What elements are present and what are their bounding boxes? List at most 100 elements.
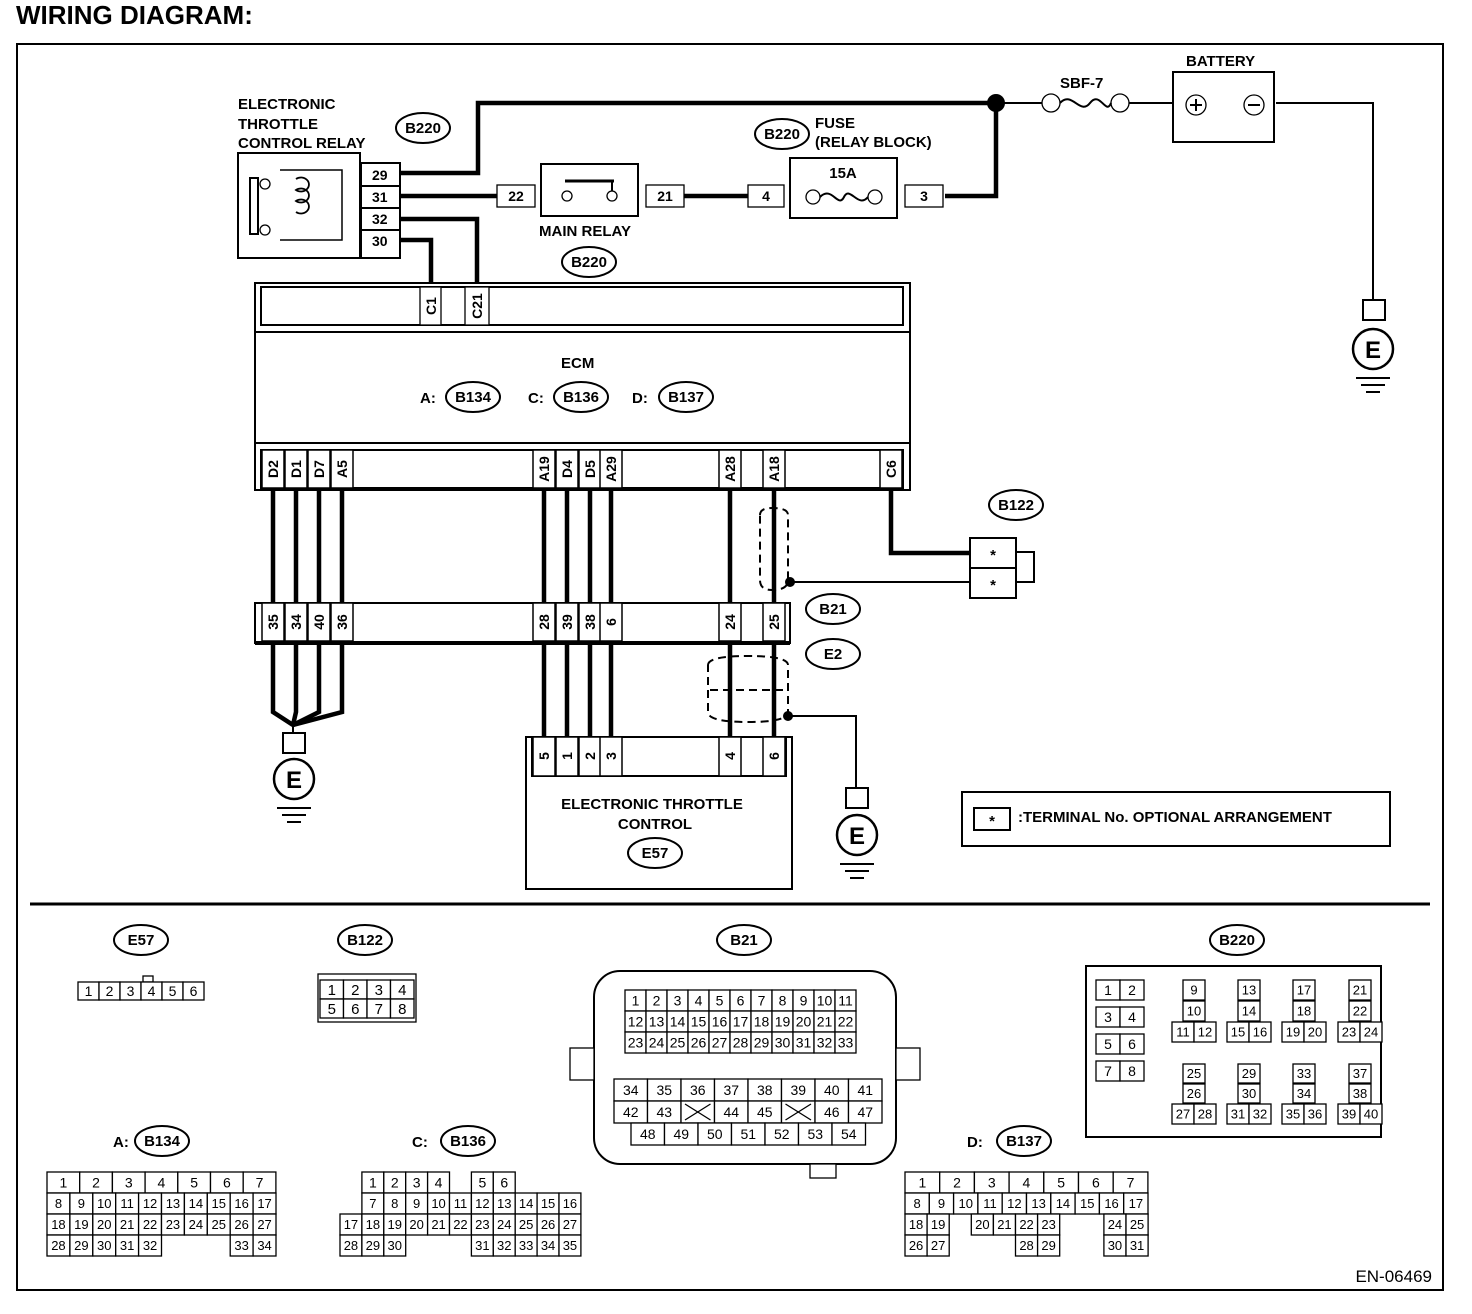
ecm-pin-cell [330, 449, 354, 489]
b137-pin-label: 23 [1041, 1217, 1055, 1232]
b136-pin-label: 19 [388, 1217, 402, 1232]
b136-pin-label: 31 [475, 1238, 489, 1253]
b220-pin-cell [1292, 1063, 1316, 1084]
b136-pin-label: 26 [541, 1217, 555, 1232]
b21-view-pin-label: 49 [673, 1126, 689, 1142]
b134-pin-label: 15 [212, 1196, 226, 1211]
connector-tag-b220: B220 [1219, 932, 1255, 949]
b220-pin-label: 15 [1231, 1025, 1245, 1040]
connector-tag-e57: E57 [128, 932, 155, 949]
fuse-rating: 15A [829, 165, 857, 182]
b21-view-pin-label: 6 [737, 993, 745, 1009]
sbf-label: SBF-7 [1060, 75, 1103, 92]
fuse-pin: 3 [920, 188, 928, 204]
b137-pin-label: 11 [983, 1196, 997, 1211]
relay-pin: 30 [372, 233, 388, 249]
ecm-bottom-pin: A29 [603, 456, 619, 482]
b134-pin-cell [137, 1234, 163, 1257]
b220-pin-cell [1237, 979, 1261, 1001]
b136-pin-label: 23 [475, 1217, 489, 1232]
b21-pin-cell [718, 602, 742, 642]
b136-pin-label: 8 [391, 1196, 398, 1211]
b21-pin-cell [307, 602, 331, 642]
b136-pin-label: 18 [366, 1217, 380, 1232]
battery-label: BATTERY [1186, 53, 1255, 70]
fuse-relay-block: FUSE (RELAY BLOCK) 4 15A 3 [747, 115, 944, 219]
b134-pin-label: 25 [212, 1217, 226, 1232]
ecm-pin-cell [879, 449, 903, 489]
ecm-prefix-d: D: [632, 390, 648, 407]
ground-label: E [1365, 337, 1381, 364]
b134-pin-label: 10 [97, 1196, 111, 1211]
e57-pin-label: 3 [127, 983, 135, 999]
b136-pin-label: 7 [369, 1196, 376, 1211]
view-prefix-a: A: [113, 1134, 129, 1151]
b220-pin-label: 11 [1176, 1025, 1190, 1040]
b220-pin-label: 28 [1198, 1107, 1212, 1122]
b21-view-pin-label: 26 [691, 1035, 707, 1051]
ecm-pin-c21: C21 [469, 293, 485, 319]
b122-pin-cell [389, 998, 415, 1019]
b21-view-pin-label: 31 [796, 1035, 812, 1051]
b220-pin-label: 2 [1128, 982, 1136, 998]
b134-pin-label: 9 [78, 1196, 85, 1211]
etc-relay-label-1: ELECTRONIC [238, 96, 336, 113]
connector-tag-b21: B21 [730, 932, 758, 949]
b136-pin-label: 32 [497, 1238, 511, 1253]
throttle-pin-cell [599, 736, 623, 777]
b137-pin-label: 3 [988, 1175, 996, 1191]
svg-text:B220: B220 [764, 126, 800, 143]
b21-pin: 28 [536, 614, 552, 630]
b21-view-pin-label: 47 [857, 1104, 873, 1120]
b136-pin-label: 2 [391, 1175, 399, 1191]
b220-pin-label: 21 [1353, 983, 1367, 998]
b21-view-pin-label: 48 [640, 1126, 656, 1142]
b21-view-pin-label: 3 [674, 993, 682, 1009]
throttle-label-1: ELECTRONIC THROTTLE [561, 796, 743, 813]
connector-tag-b134: B134 [455, 389, 492, 406]
throttle-pin: 2 [582, 752, 598, 760]
b220-pin-cell [1193, 1103, 1217, 1125]
connector-tag-b220-main-relay: B220 [561, 246, 617, 278]
e57-pin-cell [182, 981, 205, 1001]
svg-text:B220: B220 [571, 254, 607, 271]
ecm-bottom-pin: D7 [311, 460, 327, 478]
connector-tag-b137: B137 [1006, 1133, 1042, 1150]
b220-pin-label: 12 [1198, 1025, 1212, 1040]
b21-pin: 38 [582, 614, 598, 630]
b136-pin-label: 16 [563, 1196, 577, 1211]
b136-pin-label: 10 [431, 1196, 445, 1211]
b220-pin-label: 16 [1253, 1025, 1267, 1040]
e57-pin-label: 4 [148, 983, 156, 999]
b137-pin-label: 20 [975, 1217, 989, 1232]
b137-pin-label: 10 [959, 1196, 973, 1211]
b136-pin-label: 21 [431, 1217, 445, 1232]
b136-pin-label: 5 [478, 1175, 486, 1191]
b220-pin-label: 26 [1187, 1086, 1201, 1101]
b137-pin-label: 16 [1104, 1196, 1118, 1211]
b21-view-pin-label: 52 [774, 1126, 790, 1142]
b136-pin-label: 22 [453, 1217, 467, 1232]
b134-pin-label: 29 [74, 1238, 88, 1253]
b137-pin-label: 4 [1023, 1175, 1031, 1191]
b21-pin: 34 [288, 614, 304, 630]
b21-view-pin-label: 13 [649, 1014, 665, 1030]
legend: * :TERMINAL No. OPTIONAL ARRANGEMENT [961, 791, 1391, 847]
fuse-label-1: FUSE [815, 115, 855, 132]
b220-pin-cell [1359, 1021, 1383, 1043]
connector-tag-b220-relay: B220 [395, 112, 451, 144]
b122-pin: * [990, 547, 996, 564]
b137-pin-label: 9 [938, 1196, 945, 1211]
main-relay-pin: 21 [657, 188, 673, 204]
ecm-pin-cell [718, 449, 742, 489]
fuse-label-2: (RELAY BLOCK) [815, 134, 932, 151]
b137-pin-label: 5 [1057, 1175, 1065, 1191]
b220-pin-cell [1237, 1000, 1261, 1022]
ecm-pin-c1: C1 [423, 297, 439, 315]
b134-pin-label: 12 [143, 1196, 157, 1211]
